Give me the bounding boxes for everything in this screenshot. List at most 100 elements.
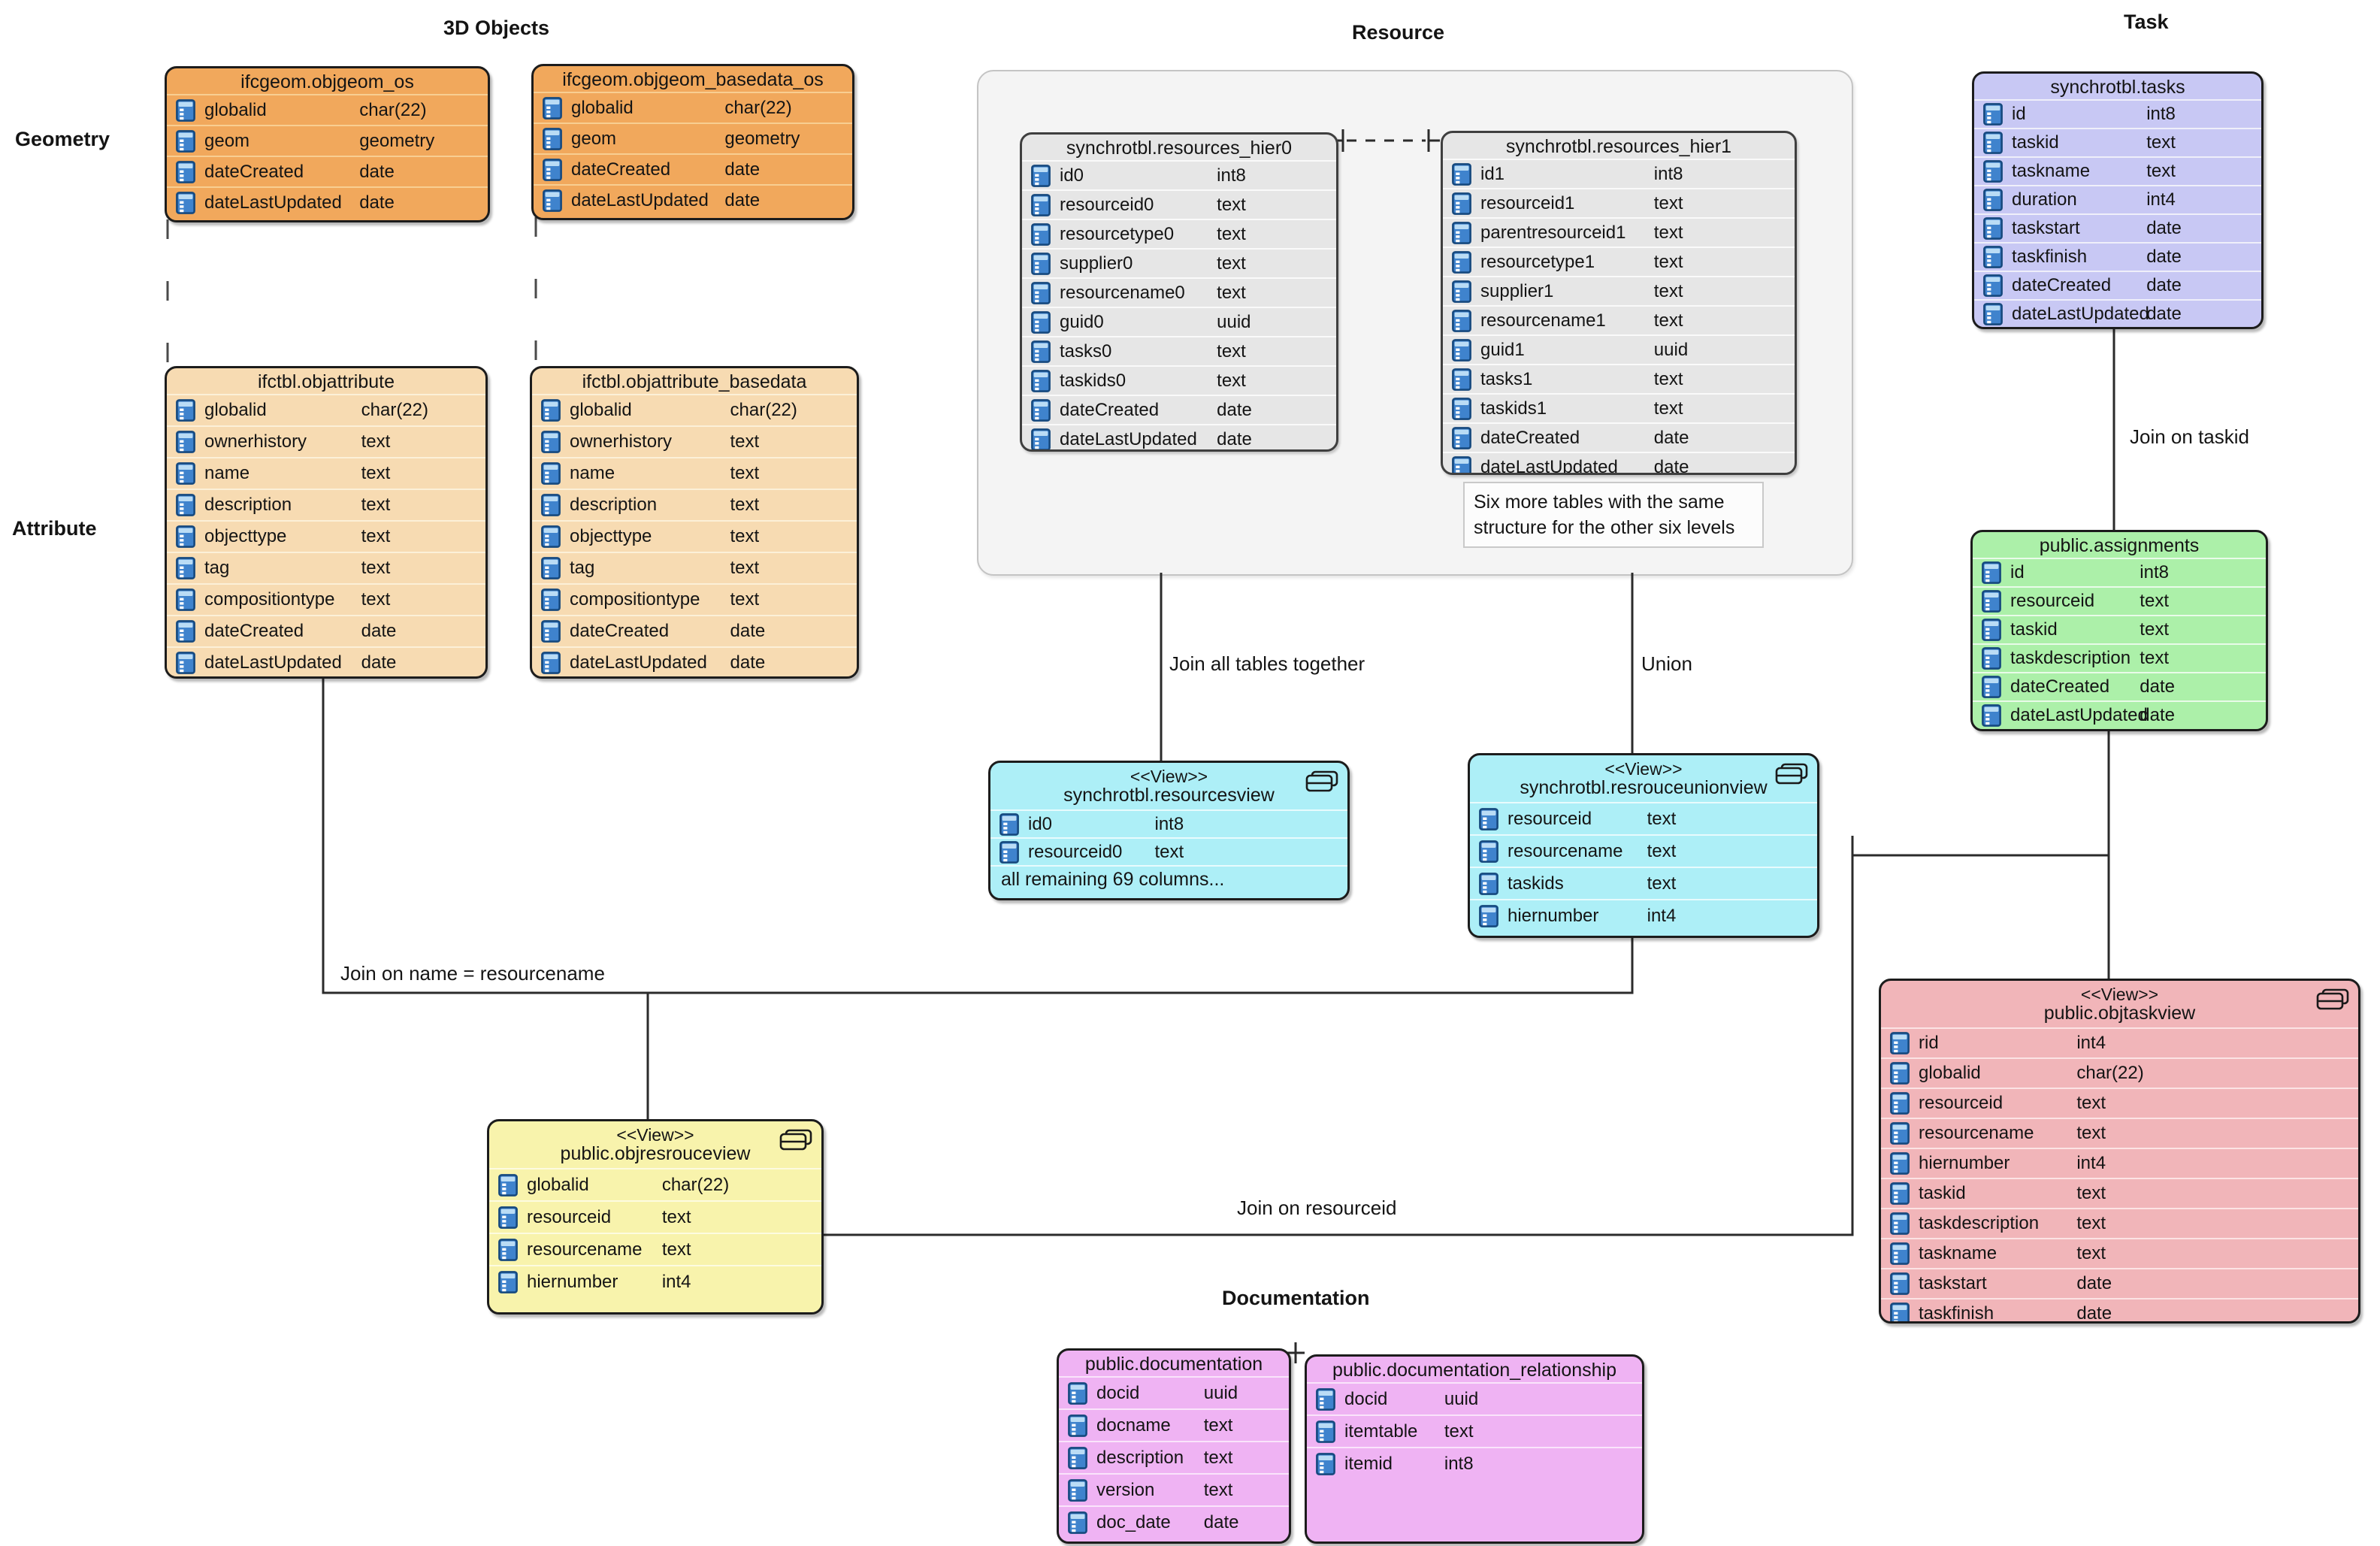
column-row[interactable]: dateCreateddate	[1443, 422, 1795, 452]
column-row[interactable]: dateCreateddate	[167, 156, 488, 186]
table-documentation_relationship[interactable]: public.documentation_relationshipdociduu…	[1305, 1354, 1644, 1544]
table-resources_hier0[interactable]: synchrotbl.resources_hier0id0int8resourc…	[1020, 132, 1338, 452]
table-documentation[interactable]: public.documentationdociduuiddocnametext…	[1057, 1348, 1291, 1544]
table-tasks[interactable]: synchrotbl.tasksidint8taskidtexttaskname…	[1972, 71, 2264, 329]
column-row[interactable]: tasknametext	[1974, 156, 2261, 185]
column-row[interactable]: descriptiontext	[532, 489, 857, 520]
column-row[interactable]: dociduuid	[1307, 1382, 1642, 1414]
column-row[interactable]: dateLastUpdateddate	[167, 186, 488, 217]
column-row[interactable]: resourcenametext	[1881, 1118, 2358, 1148]
column-row[interactable]: taskidtext	[1973, 615, 2266, 643]
column-row[interactable]: id1int8	[1443, 159, 1795, 188]
column-row[interactable]: dateLastUpdateddate	[1443, 452, 1795, 473]
column-row[interactable]: ownerhistorytext	[167, 425, 485, 457]
table-objattribute[interactable]: ifctbl.objattributeglobalidchar(22)owner…	[165, 366, 488, 679]
column-row[interactable]: guid0uuid	[1022, 307, 1336, 336]
column-row[interactable]: ownerhistorytext	[532, 425, 857, 457]
column-row[interactable]: globalidchar(22)	[167, 94, 488, 125]
column-row[interactable]: dateCreateddate	[167, 615, 485, 646]
column-row[interactable]: globalidchar(22)	[167, 394, 485, 425]
column-row[interactable]: resourcetype1text	[1443, 247, 1795, 276]
column-row[interactable]: taskidtext	[1881, 1178, 2358, 1208]
column-row[interactable]: durationint4	[1974, 185, 2261, 213]
column-row[interactable]: nametext	[167, 457, 485, 489]
column-row[interactable]: id0int8	[990, 809, 1347, 837]
column-row[interactable]: globalidchar(22)	[1881, 1057, 2358, 1088]
column-row[interactable]: dateLastUpdateddate	[167, 646, 485, 676]
column-row[interactable]: tasks1text	[1443, 364, 1795, 393]
column-row[interactable]: taskids0text	[1022, 365, 1336, 395]
column-row[interactable]: tasknametext	[1881, 1238, 2358, 1268]
column-row[interactable]: idint8	[1974, 99, 2261, 128]
column-row[interactable]: dateLastUpdateddate	[532, 646, 857, 676]
column-row[interactable]: globalidchar(22)	[532, 394, 857, 425]
column-row[interactable]: supplier0text	[1022, 248, 1336, 277]
column-row[interactable]: taskfinishdate	[1974, 242, 2261, 271]
column-row[interactable]: parentresourceid1text	[1443, 217, 1795, 247]
column-row[interactable]: dociduuid	[1059, 1376, 1289, 1408]
column-row[interactable]: resourceidtext	[1881, 1088, 2358, 1118]
column-row[interactable]: resourceid0text	[1022, 189, 1336, 219]
column-row[interactable]: tagtext	[167, 552, 485, 583]
column-row[interactable]: dateLastUpdateddate	[1974, 299, 2261, 327]
column-row[interactable]: resourcename0text	[1022, 277, 1336, 307]
column-row[interactable]: taskstartdate	[1974, 213, 2261, 242]
column-row[interactable]: geomgeometry	[167, 125, 488, 156]
column-row[interactable]: guid1uuid	[1443, 334, 1795, 364]
column-row[interactable]: dateCreateddate	[1974, 271, 2261, 299]
column-row[interactable]: resourceidtext	[1973, 586, 2266, 615]
table-resourcesview[interactable]: <<View>>synchrotbl.resourcesviewid0int8r…	[988, 761, 1350, 900]
column-row[interactable]: dateCreateddate	[532, 615, 857, 646]
column-row[interactable]: taskids1text	[1443, 393, 1795, 422]
table-resrouceunionview[interactable]: <<View>>synchrotbl.resrouceunionviewreso…	[1468, 753, 1819, 938]
column-row[interactable]: objecttypetext	[167, 520, 485, 552]
column-row[interactable]: resourceidtext	[1470, 802, 1817, 834]
column-row[interactable]: docnametext	[1059, 1408, 1289, 1441]
column-row[interactable]: descriptiontext	[1059, 1441, 1289, 1473]
column-row[interactable]: resourceid1text	[1443, 188, 1795, 217]
column-row[interactable]: compositiontypetext	[167, 583, 485, 615]
column-row[interactable]: descriptiontext	[167, 489, 485, 520]
column-row[interactable]: globalidchar(22)	[489, 1168, 821, 1200]
column-row[interactable]: dateCreateddate	[1973, 672, 2266, 700]
column-row[interactable]: taskidstext	[1470, 867, 1817, 899]
column-row[interactable]: compositiontypetext	[532, 583, 857, 615]
column-row[interactable]: tasks0text	[1022, 336, 1336, 365]
table-assignments[interactable]: public.assignmentsidint8resourceidtextta…	[1970, 530, 2268, 731]
column-row[interactable]: nametext	[532, 457, 857, 489]
column-row[interactable]: dateLastUpdateddate	[1973, 700, 2266, 729]
column-row[interactable]: globalidchar(22)	[534, 92, 852, 123]
column-row[interactable]: doc_datedate	[1059, 1505, 1289, 1538]
table-objgeom_os[interactable]: ifcgeom.objgeom_osglobalidchar(22)geomge…	[165, 66, 490, 222]
column-row[interactable]: resourcenametext	[489, 1233, 821, 1265]
column-row[interactable]: resourceidtext	[489, 1200, 821, 1233]
column-row[interactable]: dateCreateddate	[1022, 395, 1336, 424]
column-row[interactable]: taskdescriptiontext	[1881, 1208, 2358, 1238]
column-row[interactable]: id0int8	[1022, 160, 1336, 189]
column-row[interactable]: hiernumberint4	[489, 1265, 821, 1297]
column-row[interactable]: dateLastUpdateddate	[1022, 424, 1336, 449]
column-row[interactable]: resourcetype0text	[1022, 219, 1336, 248]
table-objgeom_basedata_os[interactable]: ifcgeom.objgeom_basedata_osglobalidchar(…	[531, 64, 854, 220]
column-row[interactable]: taskstartdate	[1881, 1268, 2358, 1298]
table-objtaskview[interactable]: <<View>>public.objtaskviewridint4globali…	[1879, 979, 2360, 1324]
column-row[interactable]: taskidtext	[1974, 128, 2261, 156]
column-row[interactable]: ridint4	[1881, 1027, 2358, 1057]
column-row[interactable]: hiernumberint4	[1881, 1148, 2358, 1178]
table-objresrouceview[interactable]: <<View>>public.objresrouceviewglobalidch…	[487, 1119, 824, 1315]
column-row[interactable]: resourcenametext	[1470, 834, 1817, 867]
column-row[interactable]: dateCreateddate	[534, 153, 852, 184]
column-row[interactable]: taskfinishdate	[1881, 1298, 2358, 1321]
column-row[interactable]: geomgeometry	[534, 123, 852, 153]
column-row[interactable]: dateLastUpdateddate	[534, 184, 852, 215]
column-row[interactable]: itemtabletext	[1307, 1414, 1642, 1447]
column-row[interactable]: versiontext	[1059, 1473, 1289, 1505]
column-row[interactable]: tagtext	[532, 552, 857, 583]
table-objattribute_basedata[interactable]: ifctbl.objattribute_basedataglobalidchar…	[530, 366, 859, 679]
column-row[interactable]: taskdescriptiontext	[1973, 643, 2266, 672]
table-resources_hier1[interactable]: synchrotbl.resources_hier1id1int8resourc…	[1441, 131, 1797, 475]
column-row[interactable]: hiernumberint4	[1470, 899, 1817, 931]
column-row[interactable]: objecttypetext	[532, 520, 857, 552]
column-row[interactable]: itemidint8	[1307, 1447, 1642, 1479]
column-row[interactable]: supplier1text	[1443, 276, 1795, 305]
